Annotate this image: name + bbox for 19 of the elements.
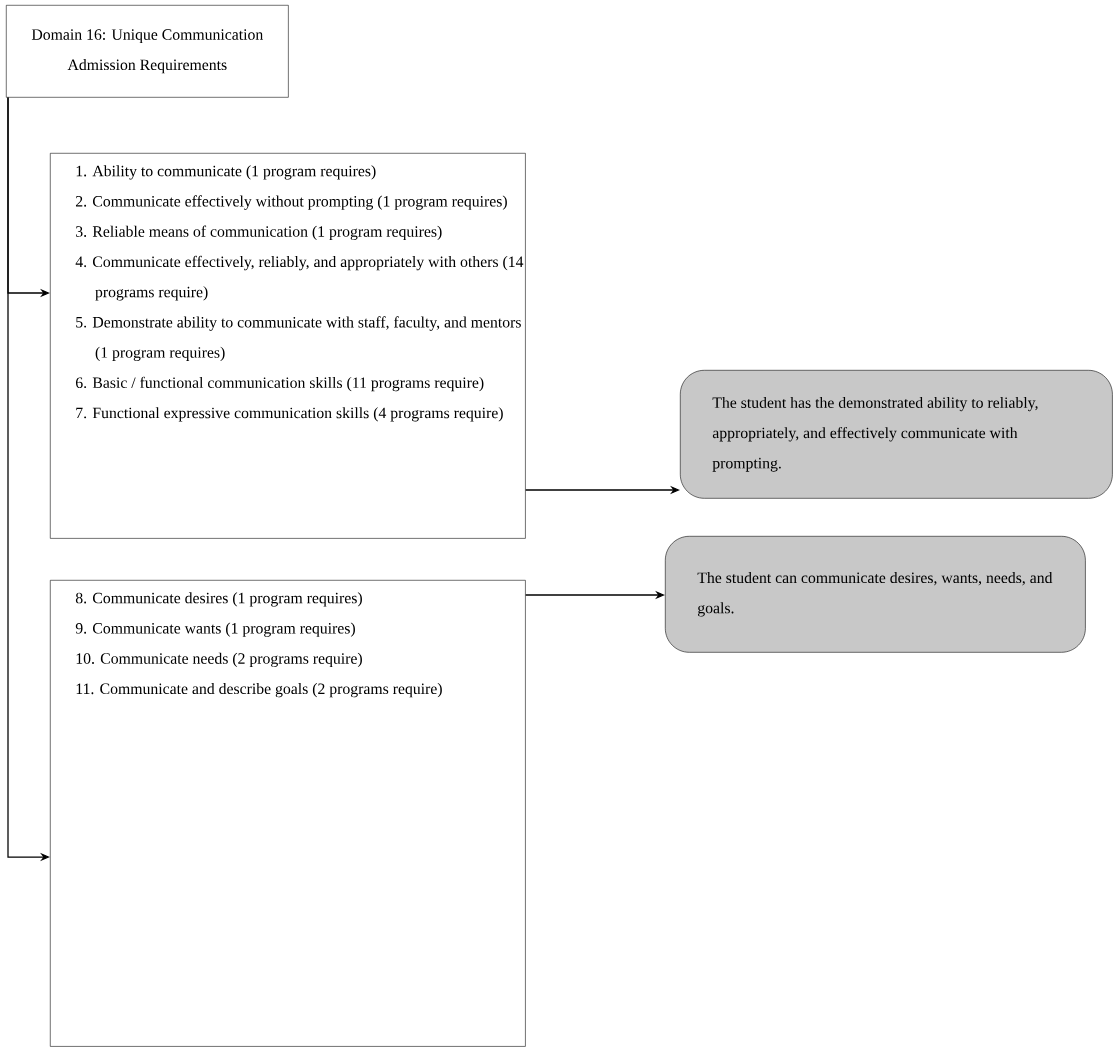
- list-item: 2. Communicate effectively without prompting (1 program requires): [75, 195, 507, 210]
- list-item: 11. Communicate and describe goals (2 programs require): [76, 683, 442, 698]
- result-box: [680, 370, 1113, 499]
- result-text: The student can communicate desires, wants, needs, and goals.: [697, 572, 1053, 617]
- list-item: 5. Demonstrate ability to communicate with staff, faculty, and mentors (1 program requires): [76, 316, 521, 361]
- result-text: Domain 16: Unique Communication Admission Requirements: [31, 29, 263, 74]
- list-item: 9. Communicate wants (1 program requires): [75, 622, 355, 637]
- list-item: 4. Communicate effectively, reliably, and appropriately with others (14 programs require): [75, 255, 524, 301]
- list-box: [50, 153, 526, 539]
- list-item: 1. Ability to communicate (1 program requires): [76, 165, 376, 180]
- list-item: 7. Functional expressive communication skills (4 programs require): [76, 407, 503, 422]
- list-box: [50, 580, 526, 1047]
- list-item: 3. Reliable means of communication (1 program requires): [76, 225, 442, 241]
- title-box: [6, 5, 289, 98]
- result-text: The student has the demonstrated ability to reliably, appropriately, and effectively communicate with prompting.: [712, 396, 1038, 472]
- list-item: 6. Basic / functional communication skills (11 programs require): [75, 376, 484, 392]
- result-box: [665, 536, 1086, 653]
- list-item: 8. Communicate desires (1 program requires): [75, 592, 362, 607]
- list-item: 10. Communicate needs (2 programs require): [76, 652, 362, 668]
